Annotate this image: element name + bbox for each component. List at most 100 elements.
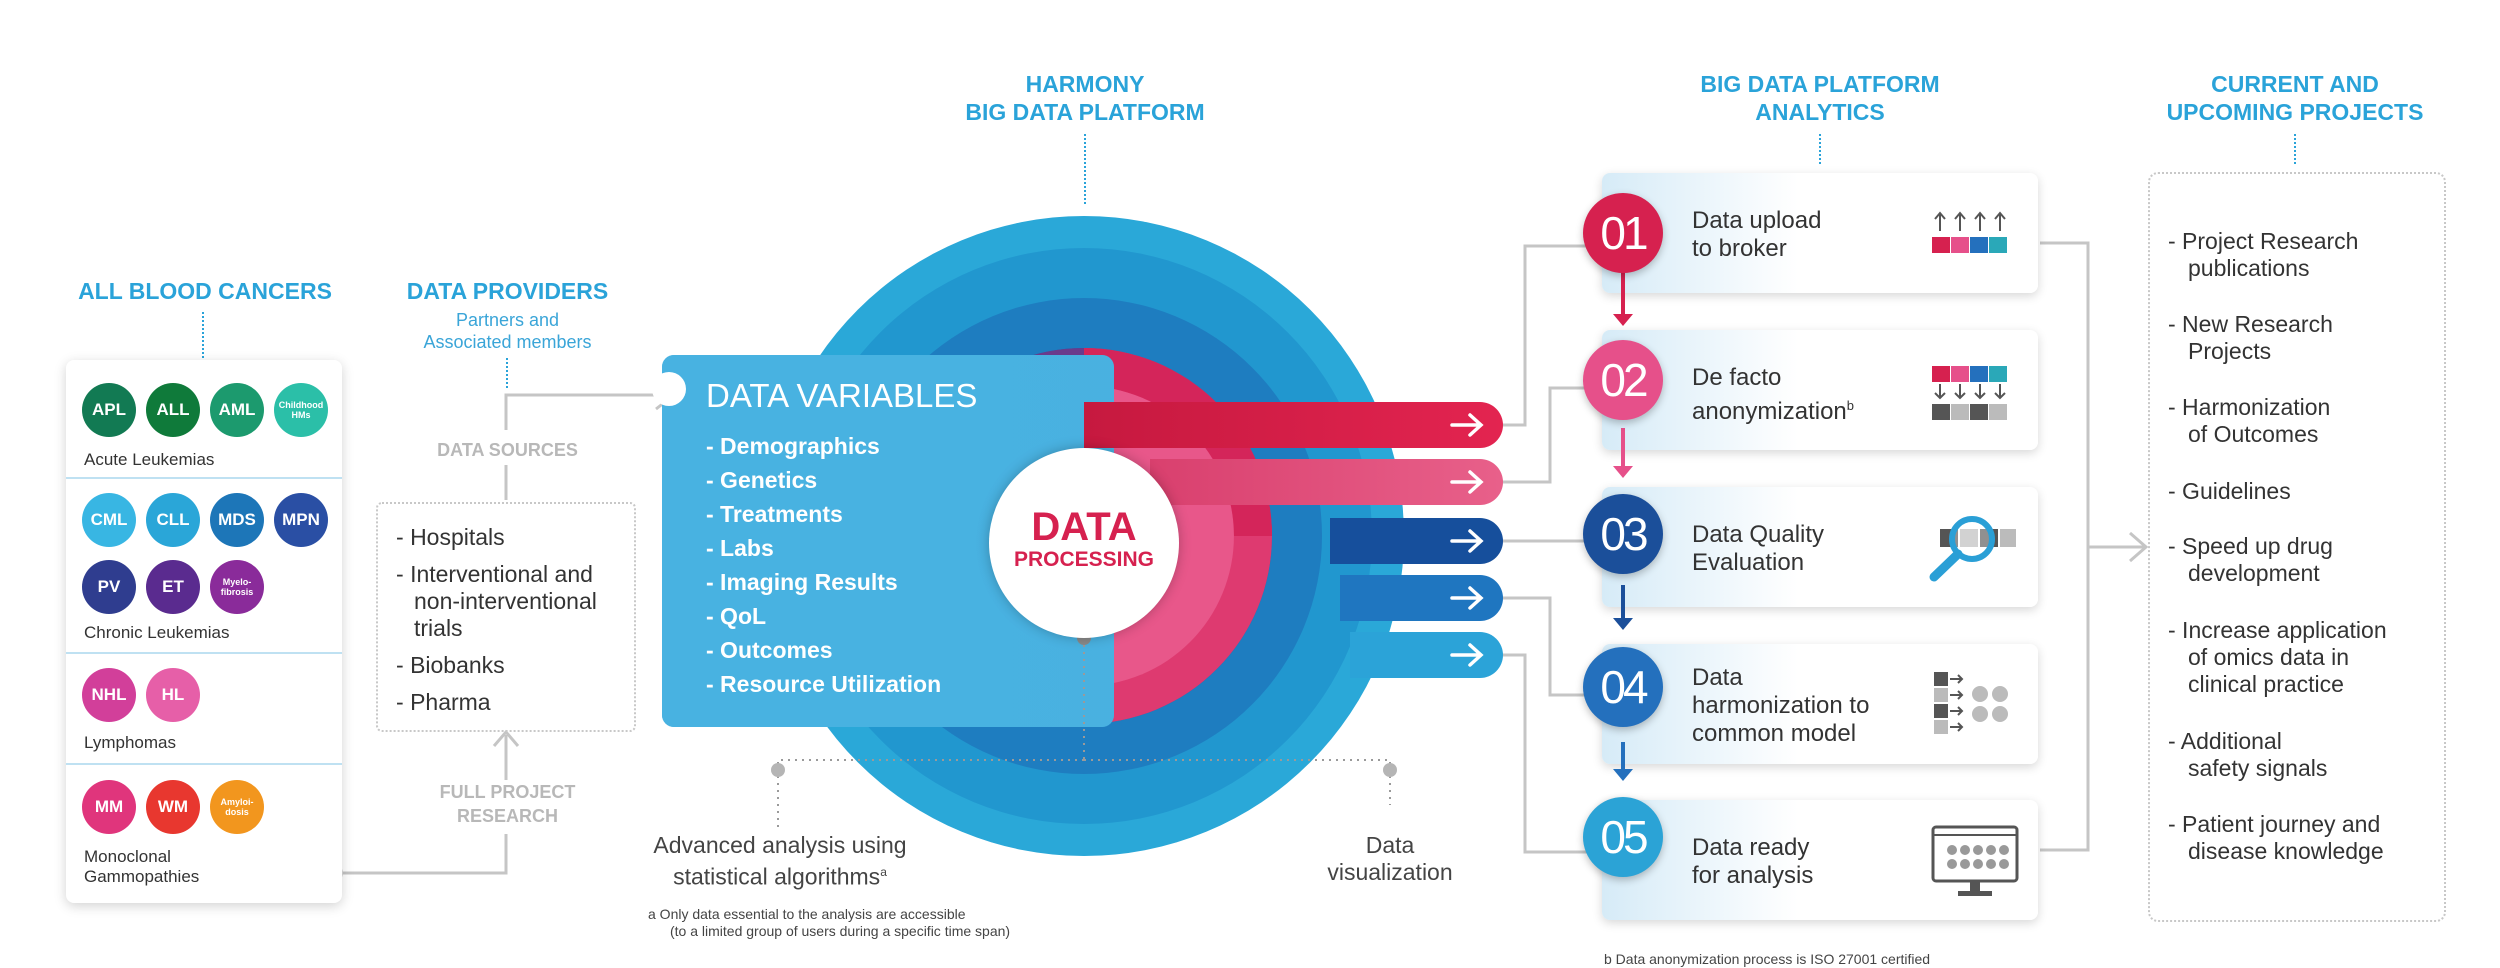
data-visualization-label-1: Data (1365, 832, 1415, 858)
output-arrow-5 (1350, 632, 1503, 678)
variables-entry-dot (652, 372, 686, 406)
cancer-wm: WM (146, 780, 200, 834)
step-3-text-1: Data Quality (1692, 521, 1825, 548)
output-arrow-2 (1150, 459, 1503, 505)
providers-subtitle-1: Partners and (455, 310, 560, 330)
cancer-childhood-hms: Childhood HMs (274, 383, 328, 437)
blood-cancers-panel: APL ALL AML Childhood HMs Acute Leukemia… (66, 360, 342, 903)
variable-item: - Imaging Results (706, 569, 898, 595)
step-badge-3: 03 (1583, 494, 1663, 574)
cancer-aml: AML (210, 383, 264, 437)
projects-title-1: CURRENT AND (2211, 71, 2379, 97)
project-item: - Patient journey and (2168, 811, 2381, 837)
harmony-connector (1084, 134, 1086, 204)
providers-connector (506, 358, 508, 388)
anonymization-icon (1932, 366, 2007, 420)
cancer-myelofibrosis: Myelo-fibrosis (210, 560, 264, 614)
project-item-cont: clinical practice (2188, 671, 2344, 697)
step-card-5: Data ready for analysis (1602, 800, 2038, 920)
variable-item: - Treatments (706, 501, 843, 527)
analytics-title-1: BIG DATA PLATFORM (1700, 71, 1940, 97)
step-4-text-1: Data (1692, 664, 1743, 691)
step-badge-4: 04 (1583, 647, 1663, 727)
step-2-text-1: De facto (1692, 364, 1782, 391)
monitor-icon (1931, 825, 2019, 896)
gammopathies-label-2: Gammopathies (84, 867, 200, 886)
project-item-cont: safety signals (2188, 755, 2328, 781)
footnote-a-1: a Only data essential to the analysis ar… (648, 906, 966, 922)
harmony-title-1: HARMONY (1025, 71, 1145, 97)
variable-item: - Demographics (706, 433, 880, 459)
analytics-title-2: ANALYTICS (1755, 99, 1885, 125)
project-item: - Additional (2168, 728, 2282, 754)
cancer-nhl: NHL (82, 668, 136, 722)
processing-title: DATA (1031, 505, 1137, 549)
cancer-all: ALL (146, 383, 200, 437)
project-item-cont: of omics data in (2188, 644, 2350, 670)
cancer-cml: CML (82, 493, 136, 547)
project-item-cont: development (2188, 560, 2320, 586)
cancer-mds: MDS (210, 493, 264, 547)
acute-leukemias-label: Acute Leukemias (84, 450, 215, 469)
cancer-cll: CLL (146, 493, 200, 547)
sources-to-variables-line (504, 393, 668, 430)
processing-center: DATA PROCESSING (989, 448, 1179, 638)
provider-item: - Biobanks (396, 652, 505, 678)
output-arrow-4 (1340, 575, 1503, 621)
group-divider (66, 652, 342, 654)
projects-arrowhead (2129, 531, 2149, 563)
project-item: - New Research (2168, 311, 2333, 337)
project-item: - Increase application (2168, 617, 2387, 643)
cancer-pv: PV (82, 560, 136, 614)
variable-item: - Genetics (706, 467, 818, 493)
upload-icon (1932, 211, 2007, 253)
arrow2-link (1496, 386, 1600, 484)
cancer-apl: APL (82, 383, 136, 437)
projects-connector (2294, 134, 2296, 164)
chronic-leukemias-label: Chronic Leukemias (84, 623, 230, 642)
project-item: - Speed up drug (2168, 533, 2333, 559)
step-2-text-2: anonymizationb (1692, 398, 1854, 425)
arrow1-link (1496, 244, 1600, 427)
step-badge-5: 05 (1583, 797, 1663, 877)
step-4-text-3: common model (1692, 720, 1857, 747)
footnote-a-2: (to a limited group of users during a sp… (670, 923, 1011, 939)
variable-item: - Outcomes (706, 637, 833, 663)
output-arrow-3 (1330, 518, 1503, 564)
cancers-connector (202, 312, 204, 358)
project-item-cont: disease knowledge (2188, 838, 2384, 864)
cancer-mpn: MPN (274, 493, 328, 547)
variable-item: - Labs (706, 535, 774, 561)
research-to-panel-line (335, 834, 508, 875)
projects-title-2: UPCOMING PROJECTS (2166, 99, 2424, 125)
step-badge-1: 01 (1583, 193, 1663, 273)
step-card-1: Data upload to broker (1602, 173, 2038, 293)
full-research-label-1: FULL PROJECT (439, 782, 576, 802)
variable-item: - QoL (706, 603, 767, 629)
lymphomas-label: Lymphomas (84, 733, 176, 752)
step-badge-2: 02 (1583, 340, 1663, 420)
cancer-amyloidosis: Amyloi-dosis (210, 780, 264, 834)
data-variables-title: DATA VARIABLES (706, 377, 978, 414)
advanced-analysis-label-2: statistical algorithmsa (673, 863, 887, 890)
arrow5-link (1496, 653, 1600, 854)
group-divider (66, 477, 342, 479)
data-sources-label: DATA SOURCES (437, 440, 578, 460)
advanced-analysis-label-1: Advanced analysis using (653, 832, 907, 858)
cancer-et: ET (146, 560, 200, 614)
project-item: - Project Research (2168, 228, 2359, 254)
data-providers-title: DATA PROVIDERS (406, 278, 609, 304)
provider-item: - Pharma (396, 689, 491, 715)
arrow4-link (1496, 596, 1600, 697)
project-item-cont: of Outcomes (2188, 421, 2319, 447)
provider-item-cont: non-interventional (414, 588, 597, 614)
project-item-cont: publications (2188, 255, 2310, 281)
provider-item: - Interventional and (396, 561, 593, 587)
output-arrow-1 (1084, 402, 1503, 448)
full-research-label-2: RESEARCH (456, 806, 558, 826)
harmonization-icon (1934, 672, 2008, 734)
providers-subtitle-2: Associated members (423, 332, 592, 352)
step-5-text-2: for analysis (1692, 862, 1814, 889)
